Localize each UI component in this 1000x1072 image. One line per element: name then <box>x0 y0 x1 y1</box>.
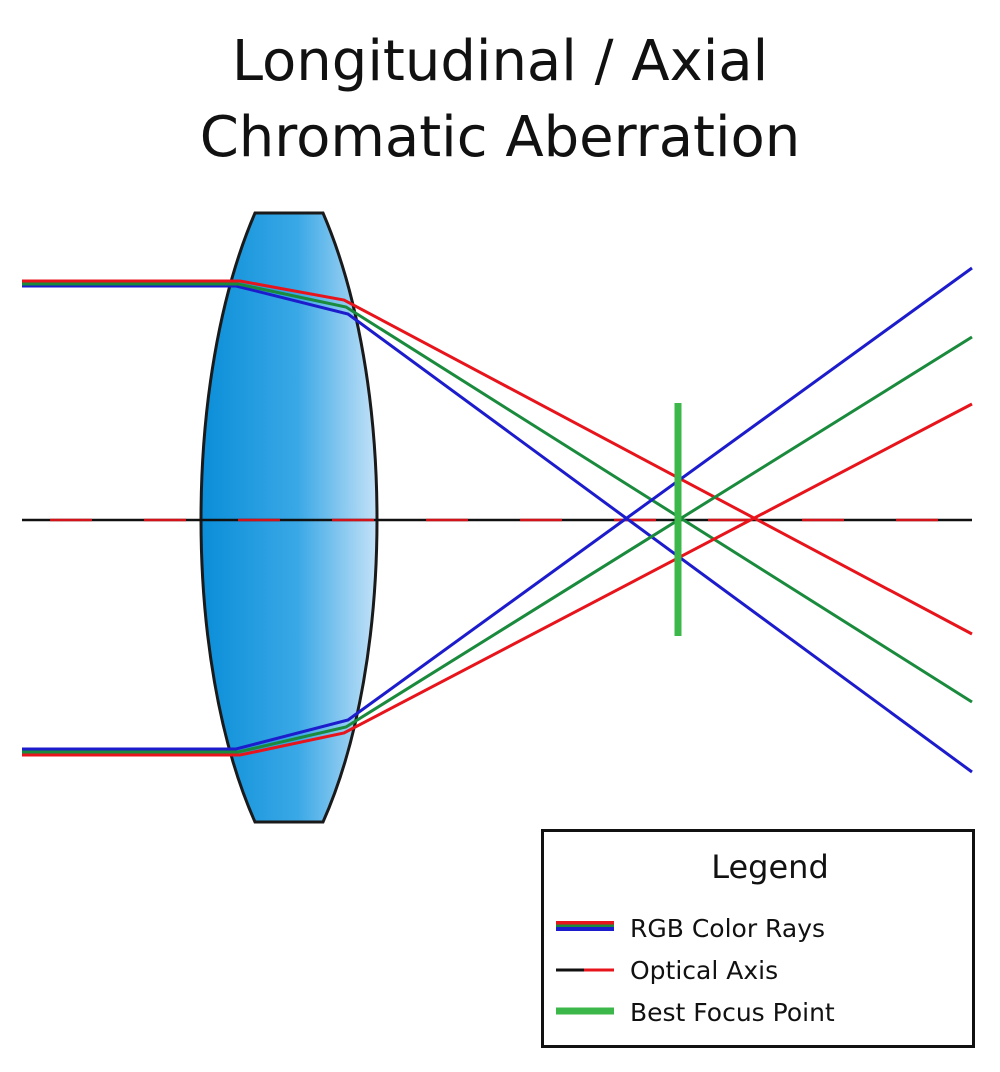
best-focus-swatch-icon <box>556 1007 614 1015</box>
title-line-2: Chromatic Aberration <box>199 105 801 170</box>
legend-item-rgb-rays: RGB Color Rays <box>554 910 964 946</box>
bottom-blue-ray <box>22 266 973 751</box>
legend-title: Legend <box>711 848 829 886</box>
bottom-green-ray <box>22 335 973 754</box>
top-red-ray <box>22 279 973 636</box>
top-blue-ray <box>22 284 973 774</box>
bottom-red-ray <box>22 402 973 757</box>
legend-box: Legend RGB Color Rays Optical Axis Best … <box>541 829 975 1048</box>
title-line-1: Longitudinal / Axial <box>231 29 769 94</box>
page-title: Longitudinal / Axial Chromatic Aberratio… <box>0 24 1000 176</box>
legend-label-rgb-rays: RGB Color Rays <box>630 914 826 943</box>
rgb-rays-swatch-icon <box>556 921 614 931</box>
convex-lens <box>199 211 379 824</box>
optical-axis-swatch-icon <box>556 968 614 972</box>
legend-label-optical-axis: Optical Axis <box>630 956 779 985</box>
legend-item-optical-axis: Optical Axis <box>554 952 964 988</box>
top-green-ray <box>22 282 973 704</box>
legend-item-best-focus: Best Focus Point <box>554 994 964 1030</box>
legend-label-best-focus: Best Focus Point <box>630 998 835 1027</box>
